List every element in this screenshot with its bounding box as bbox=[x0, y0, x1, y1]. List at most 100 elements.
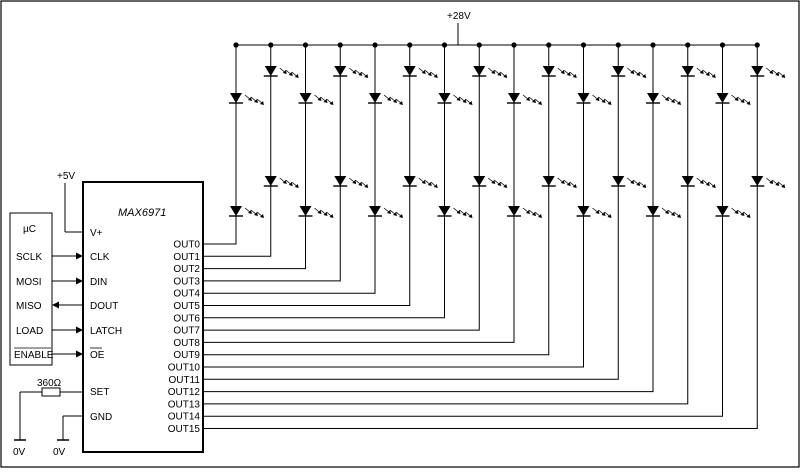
output-wire bbox=[203, 220, 689, 405]
led bbox=[402, 66, 438, 78]
output-wire bbox=[203, 220, 584, 368]
led-array bbox=[229, 42, 786, 220]
output-pin-label: OUT1 bbox=[173, 252, 200, 263]
led bbox=[715, 93, 751, 105]
mcu-pin-load: LOAD bbox=[16, 326, 43, 337]
output-pin-label: OUT4 bbox=[173, 289, 200, 300]
output-wire bbox=[203, 220, 237, 245]
output-wire bbox=[203, 220, 306, 270]
chip-output-labels: OUT0OUT1OUT2OUT3OUT4OUT5OUT6OUT7OUT8OUT9… bbox=[168, 240, 201, 436]
led bbox=[750, 66, 786, 78]
gnd-connection: 0V bbox=[53, 415, 83, 458]
output-pin-label: OUT9 bbox=[173, 350, 200, 361]
pin-vplus-label: V+ bbox=[90, 228, 103, 239]
led bbox=[368, 93, 403, 105]
output-wire bbox=[203, 220, 723, 417]
led bbox=[263, 176, 299, 188]
led bbox=[298, 206, 334, 218]
ground-right-label: 0V bbox=[53, 447, 66, 458]
led bbox=[229, 206, 264, 218]
resistor-value: 360Ω bbox=[37, 378, 62, 389]
arrow-clk bbox=[76, 252, 83, 260]
output-pin-label: OUT8 bbox=[173, 338, 200, 349]
chip-body bbox=[82, 181, 204, 453]
output-pin-label: OUT13 bbox=[168, 399, 201, 410]
led bbox=[437, 206, 473, 218]
output-wire bbox=[203, 220, 272, 257]
output-wire bbox=[203, 220, 341, 282]
led bbox=[576, 93, 612, 105]
led bbox=[263, 66, 299, 78]
output-pin-label: OUT3 bbox=[173, 276, 200, 287]
output-wire bbox=[203, 220, 445, 319]
mcu-body bbox=[9, 212, 53, 366]
output-pin-label: OUT12 bbox=[168, 387, 201, 398]
pin-oe-label: OE bbox=[90, 350, 105, 361]
arrow-latch bbox=[76, 326, 83, 334]
led bbox=[715, 206, 751, 218]
output-pin-label: OUT11 bbox=[169, 375, 201, 386]
output-wire bbox=[203, 220, 515, 343]
led bbox=[541, 176, 577, 188]
output-wire bbox=[203, 220, 758, 429]
arrow-din bbox=[76, 277, 83, 285]
resistor-body bbox=[41, 387, 61, 397]
led bbox=[507, 93, 542, 105]
led bbox=[576, 206, 612, 218]
output-pin-label: OUT14 bbox=[168, 412, 201, 423]
mcu-pin-miso: MISO bbox=[16, 301, 42, 312]
signal-wires bbox=[52, 252, 83, 358]
led bbox=[333, 176, 369, 188]
led bbox=[472, 66, 508, 78]
led bbox=[437, 93, 473, 105]
chip-name: MAX6971 bbox=[118, 207, 166, 219]
mcu-name: µC bbox=[23, 224, 36, 235]
led bbox=[229, 93, 264, 105]
output-pin-label: OUT2 bbox=[173, 264, 200, 275]
ground-left-label: 0V bbox=[13, 447, 26, 458]
led bbox=[680, 176, 716, 188]
output-wire bbox=[203, 220, 376, 294]
output-wire bbox=[203, 220, 480, 331]
led bbox=[646, 93, 681, 105]
led bbox=[402, 176, 438, 188]
output-pin-label: OUT5 bbox=[173, 301, 200, 312]
output-pin-label: OUT15 bbox=[168, 424, 201, 435]
led bbox=[646, 206, 681, 218]
led bbox=[298, 93, 334, 105]
mcu-pin-sclk: SCLK bbox=[16, 252, 42, 263]
led bbox=[611, 66, 647, 78]
pin-gnd-label: GND bbox=[90, 412, 112, 423]
output-wires bbox=[203, 220, 758, 429]
pin-latch-label: LATCH bbox=[90, 326, 122, 337]
output-pin-label: OUT0 bbox=[173, 240, 200, 251]
led bbox=[472, 176, 508, 188]
arrow-oe bbox=[76, 350, 83, 358]
supply-28v: +28V bbox=[236, 11, 757, 46]
pin-din-label: DIN bbox=[90, 277, 107, 288]
output-wire bbox=[203, 220, 411, 306]
arrow-miso bbox=[52, 301, 59, 309]
led bbox=[750, 176, 786, 188]
microcontroller: µC SCLK MOSI MISO LOAD ENABLE bbox=[9, 212, 54, 366]
output-pin-label: OUT7 bbox=[173, 326, 200, 337]
led bbox=[541, 66, 577, 78]
pin-set-label: SET bbox=[90, 387, 109, 398]
pin-clk-label: CLK bbox=[90, 252, 110, 263]
pin-dout-label: DOUT bbox=[90, 301, 118, 312]
set-resistor: 360Ω 0V bbox=[13, 378, 83, 458]
output-wire bbox=[203, 220, 654, 393]
supply-28v-label: +28V bbox=[447, 11, 471, 22]
supply-5v-label: +5V bbox=[57, 171, 75, 182]
output-pin-label: OUT6 bbox=[173, 313, 200, 324]
mcu-pin-mosi: MOSI bbox=[16, 277, 42, 288]
led bbox=[333, 66, 369, 78]
led bbox=[507, 206, 542, 218]
led bbox=[611, 176, 647, 188]
mcu-pin-enable: ENABLE bbox=[14, 350, 54, 361]
output-pin-label: OUT10 bbox=[168, 363, 201, 374]
max6971-chip: MAX6971 OUT0OUT1OUT2OUT3OUT4OUT5OUT6OUT7… bbox=[82, 181, 204, 453]
